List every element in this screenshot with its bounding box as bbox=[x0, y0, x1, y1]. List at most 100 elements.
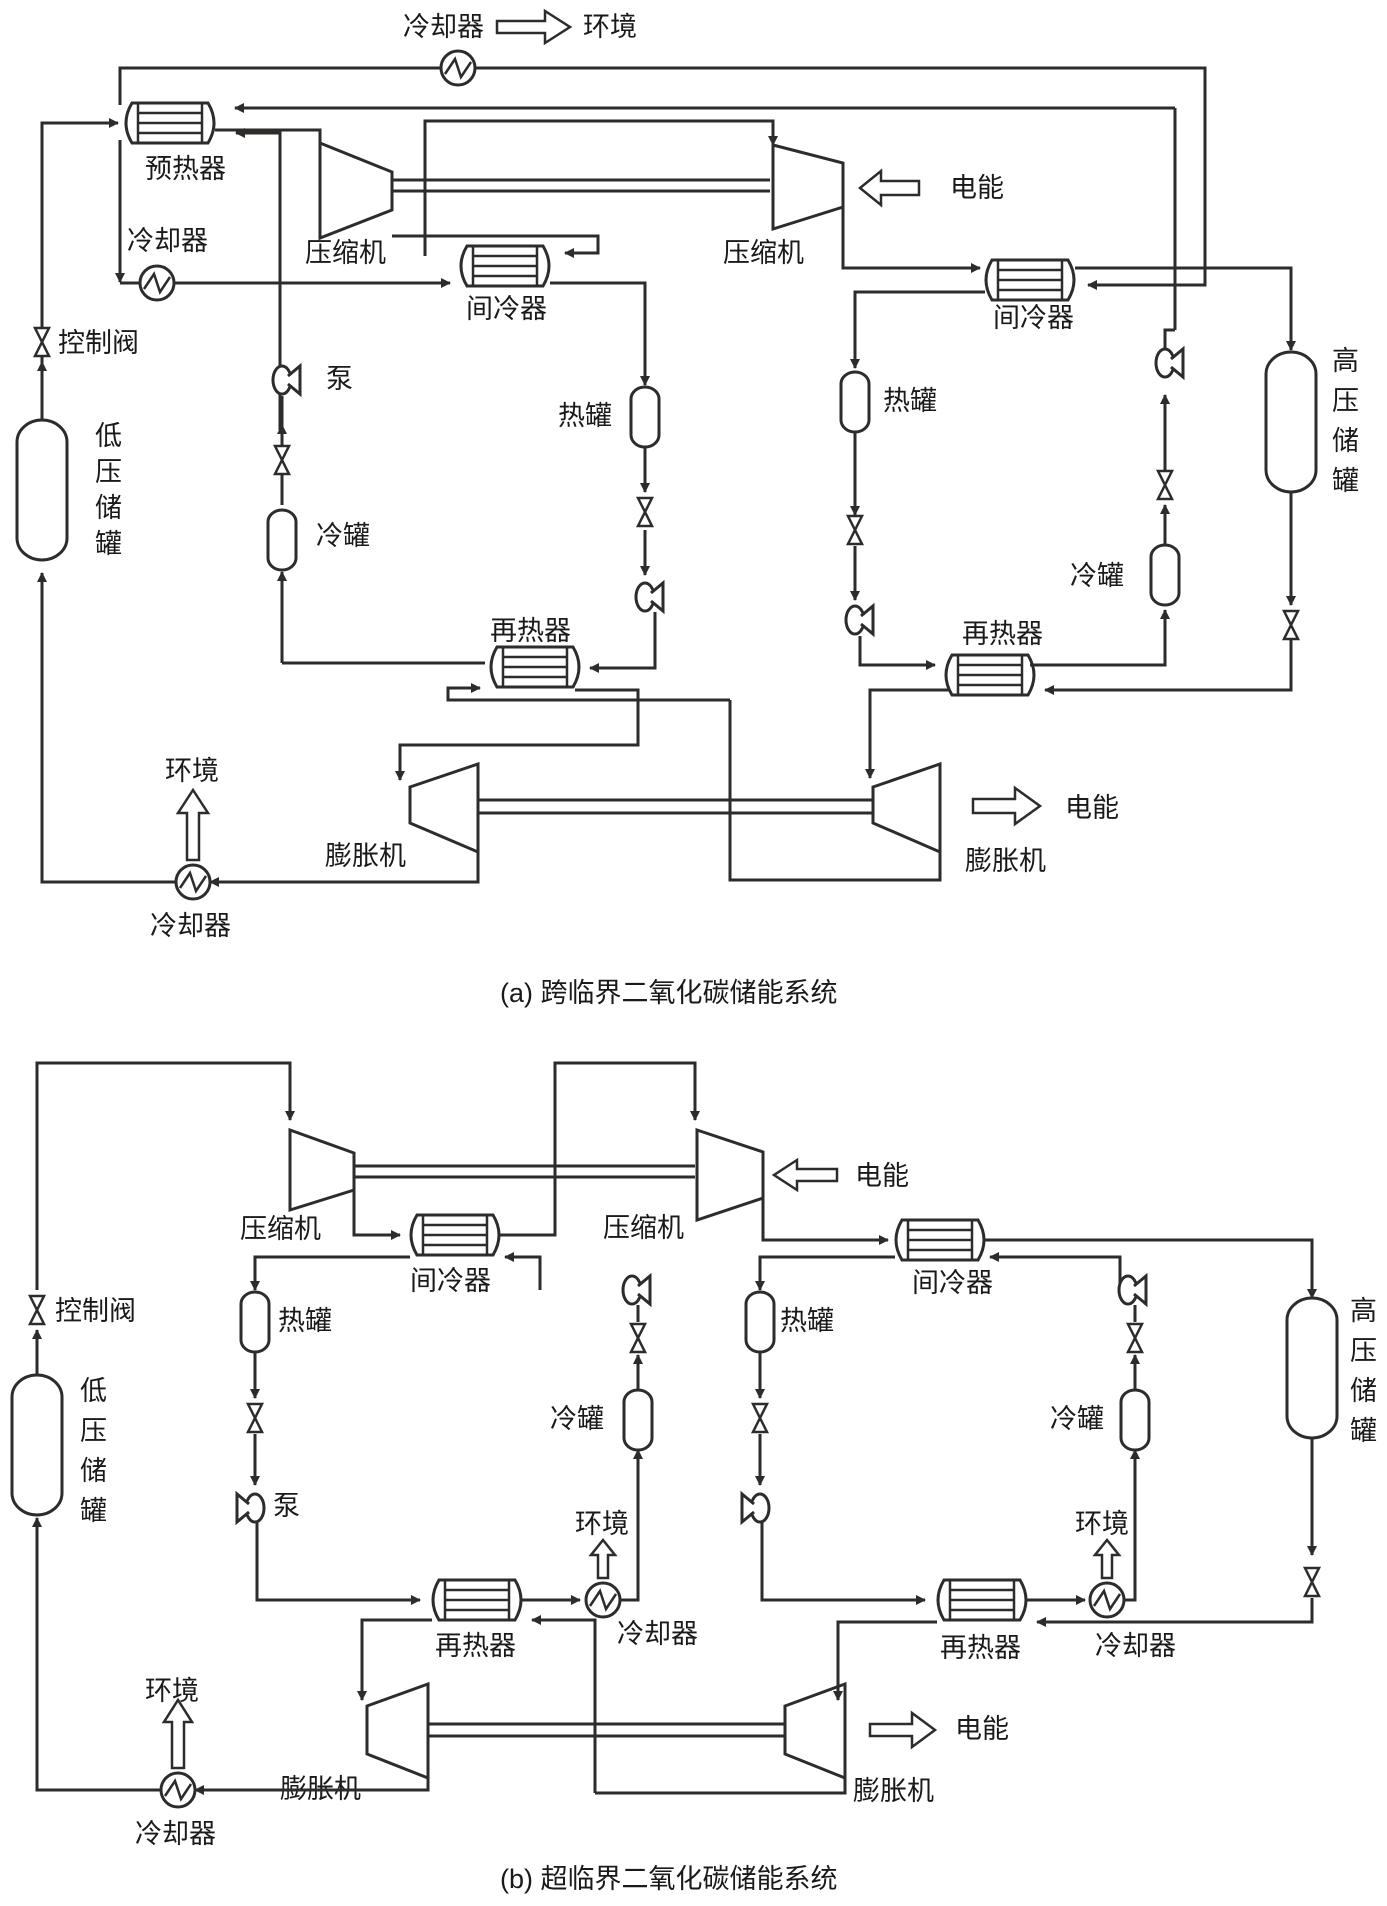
pump-b-label: 泵 bbox=[273, 1491, 300, 1522]
control-valve-icon bbox=[33, 326, 51, 358]
control-valve-b-icon bbox=[28, 1294, 46, 1326]
electric-in-label: 电能 bbox=[950, 173, 1004, 204]
cold-tank-2-icon bbox=[1149, 543, 1181, 607]
intercooler-1-icon bbox=[459, 244, 551, 288]
compressor-2-icon bbox=[771, 143, 845, 232]
compressor-b1-label: 压缩机 bbox=[240, 1214, 321, 1245]
svg-text:压: 压 bbox=[1332, 386, 1359, 417]
hot-tank-1-label: 热罐 bbox=[558, 401, 612, 432]
cold-tank-b1-icon bbox=[622, 1388, 654, 1452]
valve-icon bbox=[636, 496, 654, 528]
control-valve-b-label: 控制阀 bbox=[55, 1296, 136, 1327]
electric-out-b-arrow-icon bbox=[868, 1710, 938, 1750]
cold-tank-2-label: 冷罐 bbox=[1070, 561, 1124, 592]
intercooler-b1-label: 间冷器 bbox=[410, 1266, 491, 1297]
hp-tank-label: 高 压 储 罐 bbox=[1332, 346, 1359, 497]
pump-icon bbox=[740, 1492, 771, 1524]
env-bottom-label: 环境 bbox=[165, 756, 219, 787]
heat-out-up-arrow-icon bbox=[175, 787, 211, 862]
hp-tank-b-icon bbox=[1285, 1296, 1339, 1440]
intercooler-b2-icon bbox=[894, 1218, 986, 1262]
electric-out-arrow-icon bbox=[971, 785, 1043, 827]
pump-icon bbox=[844, 604, 875, 636]
pump-icon bbox=[1117, 1274, 1148, 1306]
electric-out-b-label: 电能 bbox=[955, 1714, 1009, 1745]
cold-tank-b1-label: 冷罐 bbox=[550, 1404, 604, 1435]
cooler-bottom-label: 冷却器 bbox=[150, 911, 231, 942]
svg-text:高: 高 bbox=[1350, 1296, 1377, 1327]
svg-text:罐: 罐 bbox=[1350, 1416, 1377, 1447]
cooler-b1-label: 冷却器 bbox=[617, 1619, 698, 1650]
panel-b: 压缩机 间冷器 压缩机 电能 间冷器 控制阀 低 压 储 bbox=[10, 1061, 1377, 1894]
reheater-b1-label: 再热器 bbox=[435, 1631, 516, 1662]
top-env-label: 环境 bbox=[583, 12, 637, 43]
hot-tank-2-icon bbox=[839, 370, 871, 434]
panel-a: 冷却器 环境 预热器 压缩机 冷却器 间冷器 bbox=[15, 8, 1359, 1008]
svg-text:罐: 罐 bbox=[95, 529, 122, 560]
compressor-1-label: 压缩机 bbox=[305, 238, 386, 269]
intercooler-2-label: 间冷器 bbox=[993, 303, 1074, 334]
hot-tank-b2-label: 热罐 bbox=[780, 1306, 834, 1337]
heat-out-bottom-b-arrow-icon bbox=[161, 1697, 195, 1770]
svg-text:高: 高 bbox=[1332, 346, 1359, 377]
hp-tank-icon bbox=[1264, 350, 1318, 494]
preheater-label: 预热器 bbox=[145, 154, 226, 185]
svg-text:低: 低 bbox=[80, 1376, 107, 1407]
top-cooler-label: 冷却器 bbox=[403, 12, 484, 43]
valve-icon bbox=[1282, 609, 1300, 641]
electric-in-b-label: 电能 bbox=[855, 1161, 909, 1192]
reheater-2-icon bbox=[944, 653, 1036, 697]
pump-b-icon bbox=[235, 1492, 266, 1524]
preheater-icon bbox=[124, 101, 216, 145]
svg-text:储: 储 bbox=[80, 1456, 107, 1487]
expander-b1-icon bbox=[365, 1681, 430, 1781]
cooler-left-label: 冷却器 bbox=[127, 226, 208, 257]
svg-text:罐: 罐 bbox=[1332, 466, 1359, 497]
pump-icon bbox=[271, 364, 302, 396]
reheater-1-label: 再热器 bbox=[490, 616, 571, 647]
intercooler-b2-label: 间冷器 bbox=[912, 1268, 993, 1299]
svg-text:压: 压 bbox=[80, 1416, 107, 1447]
compressor-b1-icon bbox=[288, 1127, 356, 1213]
cooler-b2-icon bbox=[1088, 1581, 1126, 1619]
shaft-bottom-a bbox=[478, 798, 873, 815]
reheater-1-icon bbox=[489, 645, 581, 689]
expander-2-icon bbox=[871, 761, 942, 855]
top-cooler-loop-pipe bbox=[118, 66, 1207, 290]
pump-icon bbox=[634, 581, 665, 613]
valve-icon bbox=[1156, 469, 1174, 501]
reheater-2-label: 再热器 bbox=[962, 619, 1043, 650]
env-b1-label: 环境 bbox=[575, 1509, 629, 1540]
cold-tank-b2-label: 冷罐 bbox=[1050, 1404, 1104, 1435]
pump-icon bbox=[621, 1274, 652, 1306]
valve-icon bbox=[846, 514, 864, 546]
cold-tank-1-label: 冷罐 bbox=[316, 521, 370, 552]
caption-b: (b) 超临界二氧化碳储能系统 bbox=[500, 1864, 838, 1894]
cooler-bottom-icon bbox=[174, 863, 212, 901]
compressor-b2-icon bbox=[695, 1127, 765, 1223]
shaft-top-b bbox=[354, 1164, 695, 1179]
electric-in-arrow-icon bbox=[858, 168, 921, 208]
valve-icon bbox=[629, 1322, 647, 1354]
hot-tank-1-icon bbox=[629, 385, 661, 449]
valve-icon bbox=[751, 1402, 769, 1434]
cold-tank-1-icon bbox=[266, 508, 298, 572]
pump-label: 泵 bbox=[326, 364, 353, 395]
lp-tank-label: 低 压 储 罐 bbox=[95, 421, 122, 560]
compressor-1-icon bbox=[318, 140, 394, 241]
svg-text:罐: 罐 bbox=[80, 1496, 107, 1527]
svg-text:压: 压 bbox=[95, 457, 122, 488]
lp-tank-b-label: 低 压 储 罐 bbox=[80, 1376, 107, 1527]
svg-text:储: 储 bbox=[1350, 1376, 1377, 1407]
electric-in-b-arrow-icon bbox=[771, 1157, 839, 1193]
svg-text:储: 储 bbox=[1332, 426, 1359, 457]
valve-icon bbox=[1126, 1322, 1144, 1354]
cooler-b2-label: 冷却器 bbox=[1095, 1631, 1176, 1662]
intercooler-1-label: 间冷器 bbox=[466, 294, 547, 325]
expander-b2-label: 膨胀机 bbox=[853, 1776, 934, 1807]
valve-icon bbox=[1303, 1566, 1321, 1598]
intercooler-b1-icon bbox=[409, 1213, 501, 1257]
intercooler-2-icon bbox=[984, 258, 1076, 302]
reheater-b1-icon bbox=[431, 1578, 523, 1622]
